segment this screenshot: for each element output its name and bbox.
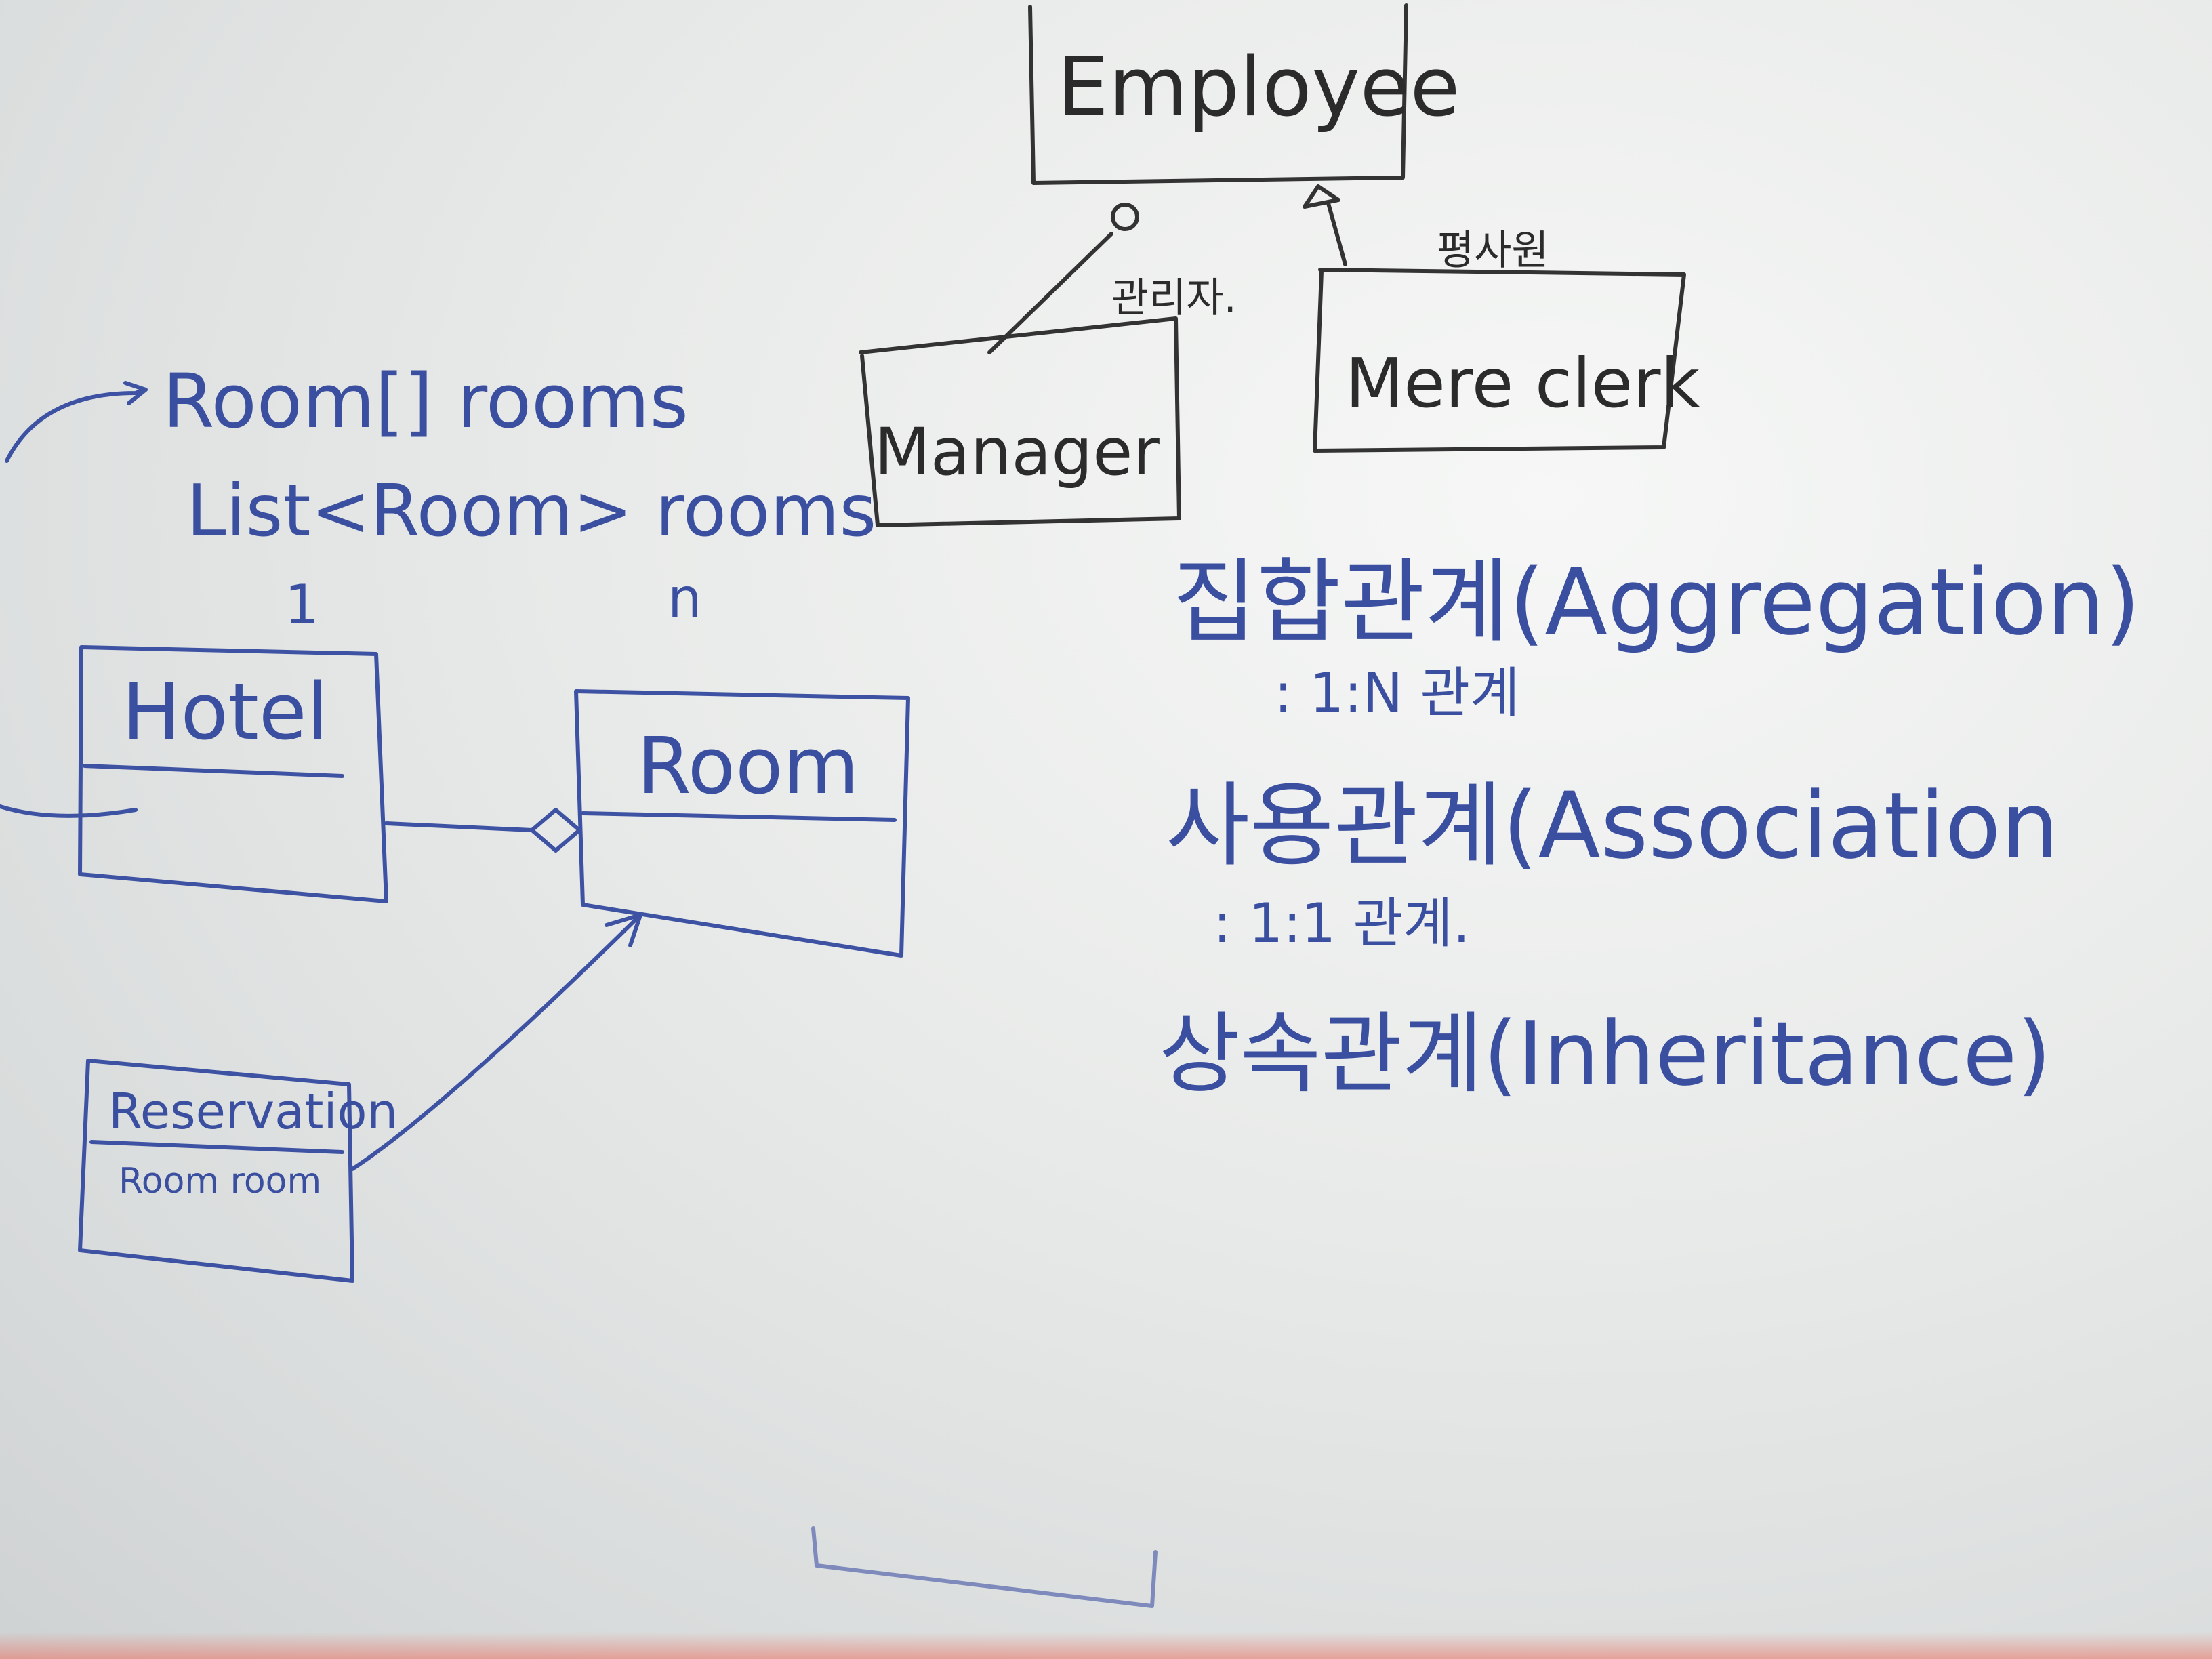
reservation-class-box: Reservation Room room: [78, 1059, 398, 1283]
array-note-arrow: [5, 388, 146, 463]
inheritance-title: 상속관계(Inheritance): [1159, 1002, 2051, 1105]
aggregation-note: : 1:N 관계: [1274, 661, 1520, 724]
multiplicity-one: 1: [285, 573, 319, 636]
mere-clerk-class-box: Mere clerk: [1313, 268, 1700, 453]
hotel-class-box: Hotel: [78, 645, 388, 903]
multiplicity-n: n: [668, 567, 702, 630]
list-note: List<Room> rooms: [186, 470, 876, 552]
association-note: : 1:1 관계.: [1213, 892, 1470, 955]
mere-clerk-label: Mere clerk: [1345, 344, 1700, 423]
aggregation-title: 집합관계(Aggregation): [1172, 549, 2141, 655]
room-class-box: Room: [574, 689, 910, 958]
manager-class-box: Manager: [859, 316, 1181, 527]
clerk-inheritance-link: [1303, 184, 1347, 266]
employee-class-box: Employee: [1028, 3, 1460, 185]
faint-mark: [811, 1526, 1158, 1608]
association-title: 사용관계(Association: [1166, 773, 2059, 879]
reservation-label: Reservation: [108, 1083, 398, 1140]
reservation-field: Room room: [119, 1161, 321, 1202]
manager-inheritance-link: [987, 203, 1139, 354]
array-note: Room[] rooms: [163, 358, 689, 445]
hotel-self-arrow: [0, 804, 138, 818]
aggregation-link: [384, 808, 581, 853]
association-link: [350, 913, 642, 1171]
employee-label: Employee: [1057, 41, 1460, 135]
hotel-label: Hotel: [122, 667, 329, 758]
room-label: Room: [637, 721, 859, 812]
manager-label: Manager: [874, 414, 1160, 490]
clerk-note: 평사원: [1437, 227, 1549, 274]
manager-note: 관리자.: [1111, 274, 1237, 322]
